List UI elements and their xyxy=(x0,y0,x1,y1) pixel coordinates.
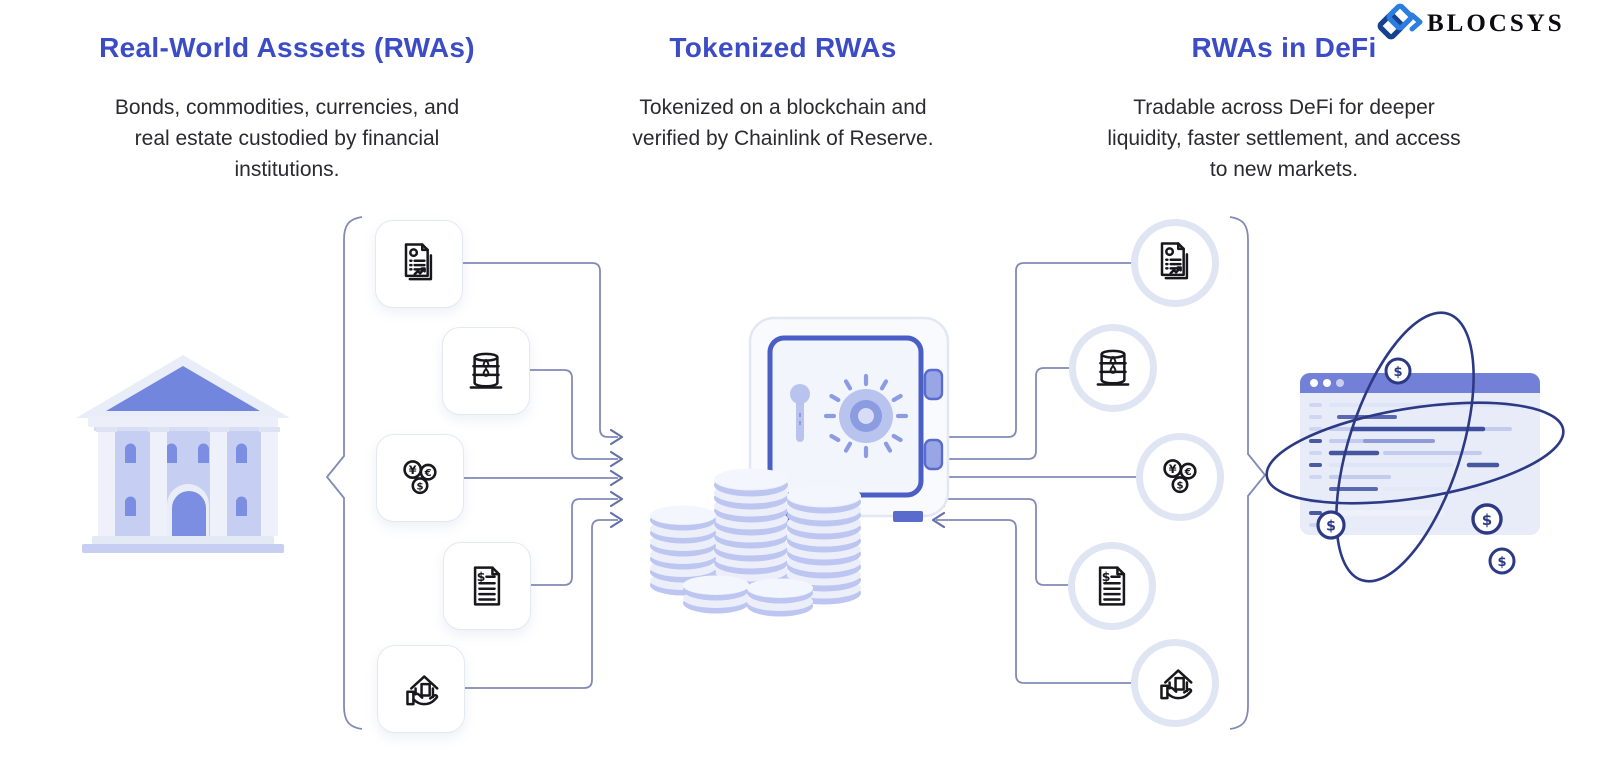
yen-symbol: ¥ xyxy=(409,464,417,477)
vault-illustration xyxy=(748,316,950,522)
defi-asset-currencies: ¥ € $ xyxy=(1136,433,1224,521)
coin-stack xyxy=(714,468,788,588)
column-title-tokenized-rwas: Tokenized RWAs xyxy=(669,32,897,63)
bond-certificate-icon xyxy=(1160,242,1189,280)
column-desc-rwas-in-defi: Tradable across DeFi for deeper liquidit… xyxy=(1107,96,1461,181)
coin-stack xyxy=(747,578,813,617)
coin-stacks-illustration xyxy=(650,468,861,617)
token-dollar-symbol: $ xyxy=(1326,519,1336,535)
currencies-icon: ¥ € $ xyxy=(1163,459,1197,494)
vault-lever xyxy=(790,384,810,442)
dollar-symbol: $ xyxy=(416,482,423,493)
left-connector-lines xyxy=(462,262,618,689)
window-titlebar xyxy=(1300,373,1540,393)
house-in-hand-icon xyxy=(1160,669,1193,700)
right-brace xyxy=(1229,216,1267,730)
token-dollar-symbol: $ xyxy=(1497,555,1506,570)
dollar-symbol: $ xyxy=(1176,481,1183,492)
yen-symbol: ¥ xyxy=(1169,463,1177,476)
euro-symbol: € xyxy=(1184,467,1192,478)
oil-barrel-icon xyxy=(1096,349,1130,386)
brand-name: BLOCSYS xyxy=(1427,10,1565,37)
dollar-symbol: $ xyxy=(1102,569,1111,584)
euro-symbol: € xyxy=(424,468,432,479)
financial-document-icon: $ xyxy=(1098,566,1126,606)
coin-stack xyxy=(683,575,749,614)
defi-asset-house-in-hand xyxy=(1131,639,1219,727)
defi-asset-bond-certificate xyxy=(1131,219,1219,307)
column-title-rwas-in-defi: RWAs in DeFi xyxy=(1191,32,1377,63)
bond-certificate-icon xyxy=(404,243,433,281)
asset-box-currencies: ¥ € $ xyxy=(376,434,464,522)
right-pointing-arrows-icon xyxy=(609,428,624,529)
asset-box-oil-barrel xyxy=(442,327,530,415)
window-dots-icon xyxy=(1310,379,1344,387)
orbit-ellipses xyxy=(1265,311,1565,583)
vault-dial xyxy=(823,373,909,459)
column-desc-real-world-assets: Bonds, commodities, currencies, and real… xyxy=(114,96,460,181)
defi-asset-financial-document: $ xyxy=(1068,542,1156,630)
asset-box-house-in-hand xyxy=(377,645,465,733)
coin-stack xyxy=(650,505,716,596)
overlapping-diamonds-icon xyxy=(1377,3,1423,40)
left-brace xyxy=(325,216,363,730)
orbiting-token-coins: $ $ $ $ xyxy=(1316,357,1516,575)
bank-building-illustration xyxy=(76,355,290,553)
right-connector-lines xyxy=(936,262,1137,684)
token-dollar-symbol: $ xyxy=(1393,365,1402,380)
token-dollar-symbol: $ xyxy=(1482,511,1492,529)
defi-app-window-illustration: $ $ $ $ xyxy=(1265,311,1565,583)
financial-document-icon: $ xyxy=(473,566,501,606)
column-title-real-world-assets: Real-World Asssets (RWAs) xyxy=(99,32,475,63)
coin-stack xyxy=(787,485,861,605)
defi-asset-oil-barrel xyxy=(1069,324,1157,412)
currencies-icon: ¥ € $ xyxy=(403,460,437,495)
brand-logo: BLOCSYS xyxy=(1376,2,1565,46)
house-in-hand-icon xyxy=(406,675,439,706)
column-desc-tokenized-rwas: Tokenized on a blockchain and verified b… xyxy=(632,96,934,150)
vault-hinges xyxy=(923,368,944,471)
asset-box-financial-document: $ xyxy=(443,542,531,630)
dollar-symbol: $ xyxy=(477,569,486,584)
oil-barrel-icon xyxy=(469,352,503,389)
asset-box-bond-certificate xyxy=(375,220,463,308)
